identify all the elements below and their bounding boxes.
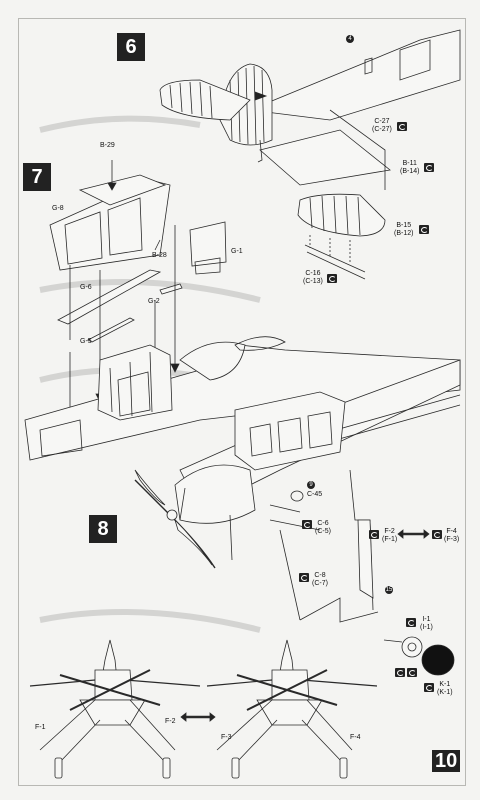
glue-icon: [432, 530, 442, 539]
glue-icon: [424, 683, 434, 692]
label-f2: F-2(F-1): [382, 528, 398, 543]
callout-4: 4: [346, 35, 354, 43]
glue-icon: [299, 573, 309, 582]
label-g8: G-8: [52, 205, 64, 212]
label-f2-front: F-2: [165, 718, 176, 725]
glue-icon: [369, 530, 379, 539]
label-k1: K-1(K-1): [437, 681, 453, 696]
label-c27: C-27(C-27): [372, 118, 392, 133]
label-g2: G-2: [148, 298, 160, 305]
glue-icon: [424, 163, 434, 172]
label-c16: C-16(C-13): [303, 270, 323, 285]
alternative-arrows: [180, 529, 430, 722]
callout-9: 9: [307, 481, 315, 489]
label-c45: C-45: [307, 491, 323, 498]
label-f3-front: F-3: [221, 734, 232, 741]
label-b15: B-15(B-12): [394, 222, 414, 237]
step6-tail-assembly: [159, 29, 461, 280]
page-frame: [18, 18, 466, 786]
glue-icon: [302, 520, 312, 529]
step-6-badge: 6: [117, 33, 145, 61]
label-g5: G-5: [80, 338, 92, 345]
page-number: 10: [432, 750, 461, 772]
paint-icon: [395, 668, 405, 677]
label-g1: G-1: [231, 248, 243, 255]
label-c6: C-6(C-5): [315, 520, 331, 535]
glue-icon: [406, 618, 416, 627]
front-view-left: [29, 639, 201, 779]
glue-icon: [327, 274, 337, 283]
label-f4-front: F-4: [350, 734, 361, 741]
glue-icon: [419, 225, 429, 234]
label-c8: C-8(C-7): [312, 572, 328, 587]
label-g6: G-6: [80, 284, 92, 291]
step7-fuselage: [24, 336, 461, 461]
label-f4: F-4(F-3): [444, 528, 460, 543]
glue-icon: [397, 122, 407, 131]
step-8-badge: 8: [89, 515, 117, 543]
step-7-badge: 7: [23, 163, 51, 191]
label-f1-front: F-1: [35, 724, 46, 731]
label-b28: B-28: [152, 252, 167, 259]
step8-aircraft: [134, 359, 461, 676]
paint-icon: [407, 668, 417, 677]
label-i1: I-1(I-1): [420, 616, 433, 631]
label-b29: B-29: [100, 142, 115, 149]
step7-canopy-assembly: [49, 160, 227, 423]
label-b11: B-11(B-14): [400, 160, 420, 175]
front-view-right: [206, 639, 378, 779]
callout-15: 15: [385, 586, 393, 594]
